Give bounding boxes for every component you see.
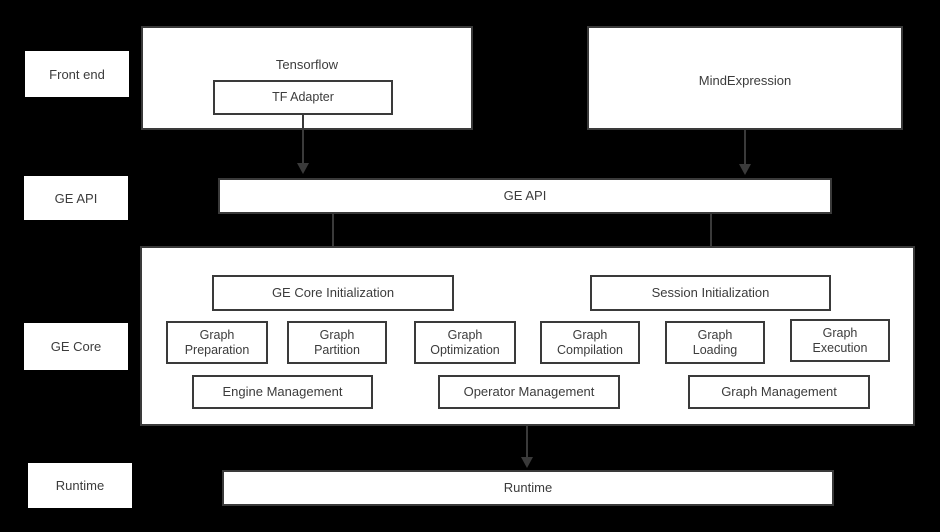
management-label: Operator Management	[463, 384, 595, 400]
arrowhead-ge-core-to-runtime	[521, 457, 533, 468]
management-box-operator-management[interactable]: Operator Management	[438, 375, 620, 409]
tier-label-ge-api: GE API	[24, 176, 128, 220]
tier-label-front-end: Front end	[25, 51, 129, 97]
stage-box-graph-compilation[interactable]: Graph Compilation	[540, 321, 640, 364]
stage-label: Graph Compilation	[556, 327, 623, 357]
stage-label: Graph Partition	[314, 327, 360, 357]
connector-mindexpression-to-ge-api	[744, 130, 746, 166]
tier-label-text: GE Core	[50, 339, 102, 354]
ge-core-initialization-box[interactable]: GE Core Initialization	[212, 275, 454, 311]
connector-tf-adapter-to-ge-api	[302, 115, 304, 165]
session-initialization-label: Session Initialization	[651, 285, 770, 301]
tensorflow-label: Tensorflow	[275, 57, 339, 72]
tier-label-text: GE API	[54, 190, 98, 206]
session-initialization-box[interactable]: Session Initialization	[590, 275, 831, 311]
management-box-engine-management[interactable]: Engine Management	[192, 375, 373, 409]
tier-label-text: Front end	[49, 66, 105, 82]
stage-label: Graph Execution	[812, 325, 868, 355]
connector-ge-api-to-session-init	[710, 214, 712, 264]
mindexpression-label: MindExpression	[698, 73, 792, 88]
connector-ge-core-to-runtime	[526, 426, 528, 460]
stage-box-graph-preparation[interactable]: Graph Preparation	[166, 321, 268, 364]
ge-api-bar[interactable]: GE API	[218, 178, 832, 214]
management-box-graph-management[interactable]: Graph Management	[688, 375, 870, 409]
arrowhead-tf-adapter-to-ge-api	[297, 163, 309, 174]
runtime-bar[interactable]: Runtime	[222, 470, 834, 506]
stage-box-graph-optimization[interactable]: Graph Optimization	[414, 321, 516, 364]
connector-ge-api-to-core-init	[332, 214, 334, 264]
management-label: Graph Management	[721, 384, 837, 400]
tf-adapter-box[interactable]: TF Adapter	[213, 80, 393, 115]
tf-adapter-label: TF Adapter	[272, 90, 334, 105]
mindexpression-container: MindExpression	[587, 26, 903, 130]
stage-label: Graph Preparation	[184, 327, 250, 357]
arrowhead-mindexpression-to-ge-api	[739, 164, 751, 175]
stage-label: Graph Loading	[692, 327, 738, 357]
ge-core-initialization-label: GE Core Initialization	[271, 285, 395, 301]
tier-label-ge-core: GE Core	[24, 323, 128, 370]
management-label: Engine Management	[222, 384, 343, 400]
runtime-bar-label: Runtime	[503, 480, 553, 496]
stage-box-graph-execution[interactable]: Graph Execution	[790, 319, 890, 362]
stage-box-graph-partition[interactable]: Graph Partition	[287, 321, 387, 364]
ge-api-bar-label: GE API	[503, 188, 547, 204]
tier-label-runtime: Runtime	[28, 463, 132, 508]
tier-label-text: Runtime	[55, 478, 105, 493]
stage-label: Graph Optimization	[430, 327, 500, 357]
stage-box-graph-loading[interactable]: Graph Loading	[665, 321, 765, 364]
